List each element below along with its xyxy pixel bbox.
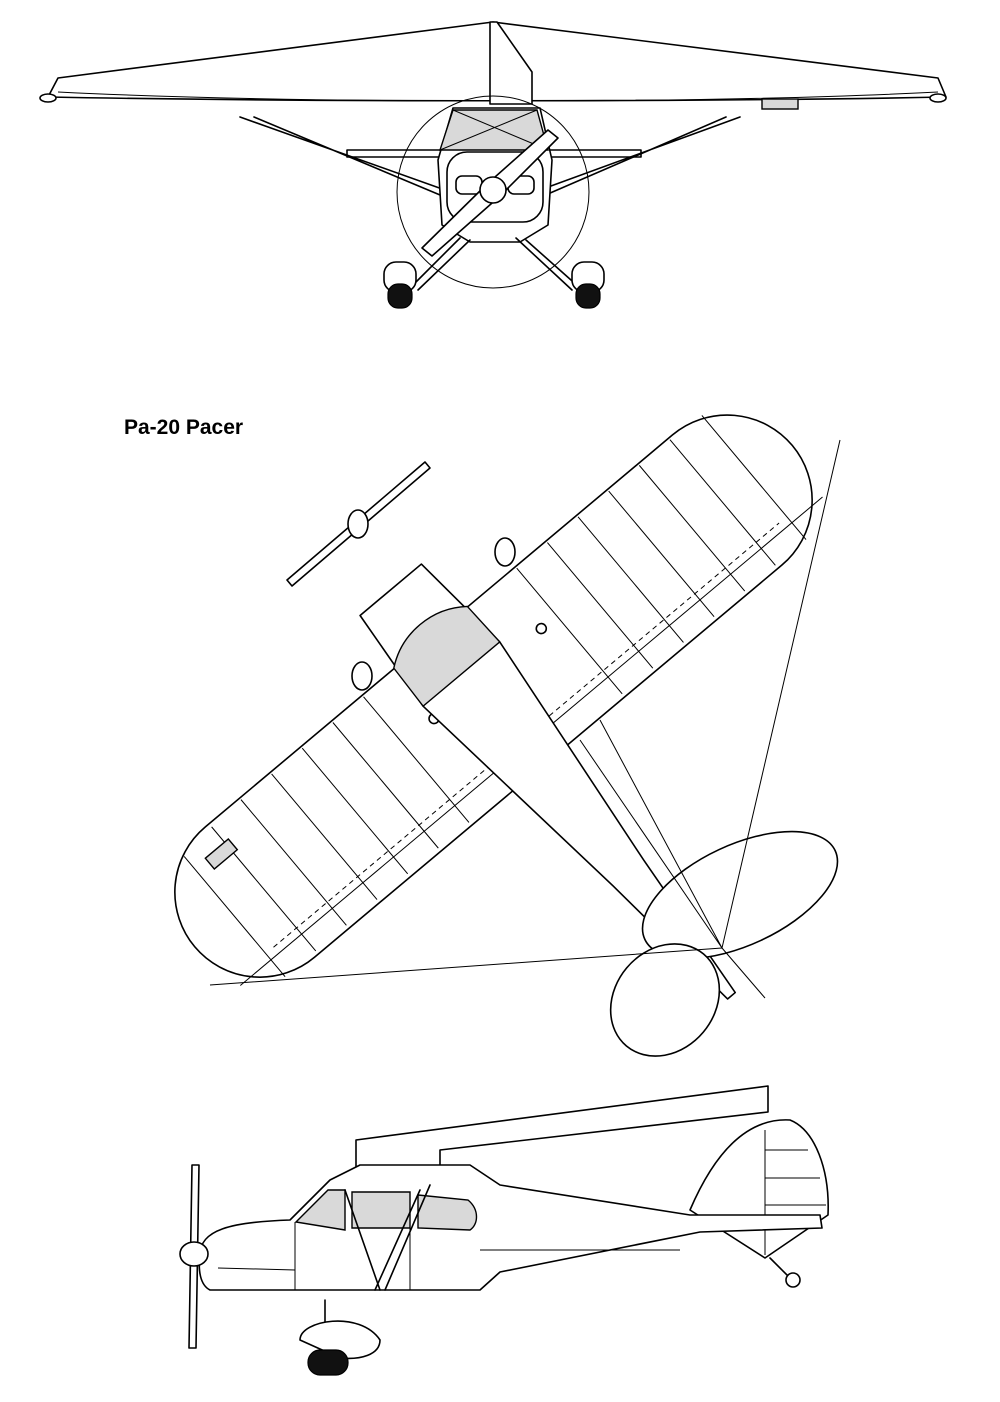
side-main-wheel xyxy=(307,1349,349,1376)
side-tail-wheel xyxy=(785,1272,801,1288)
front-left-wheel xyxy=(383,261,417,309)
front-prop-disc xyxy=(396,95,590,289)
side-rear-window xyxy=(417,1194,478,1231)
top-view xyxy=(174,414,841,1057)
top-fuselage xyxy=(359,563,737,1000)
side-wing xyxy=(355,1085,769,1171)
side-view xyxy=(179,1085,829,1376)
top-stabilizer xyxy=(609,830,839,1057)
front-right-wheel xyxy=(571,261,605,309)
side-wheel-fairing xyxy=(299,1320,381,1360)
top-spinner xyxy=(347,509,369,539)
side-cabin-window xyxy=(351,1191,411,1229)
front-view xyxy=(39,21,947,309)
top-bracing xyxy=(209,439,841,999)
side-spinner xyxy=(179,1241,209,1267)
front-spinner xyxy=(479,176,507,204)
top-canopy xyxy=(393,605,501,708)
front-struts xyxy=(239,116,741,201)
aircraft-title: Pa-20 Pacer xyxy=(124,416,244,439)
front-wing-light xyxy=(761,98,799,110)
side-struts xyxy=(344,1184,431,1291)
side-fin xyxy=(689,1119,829,1259)
